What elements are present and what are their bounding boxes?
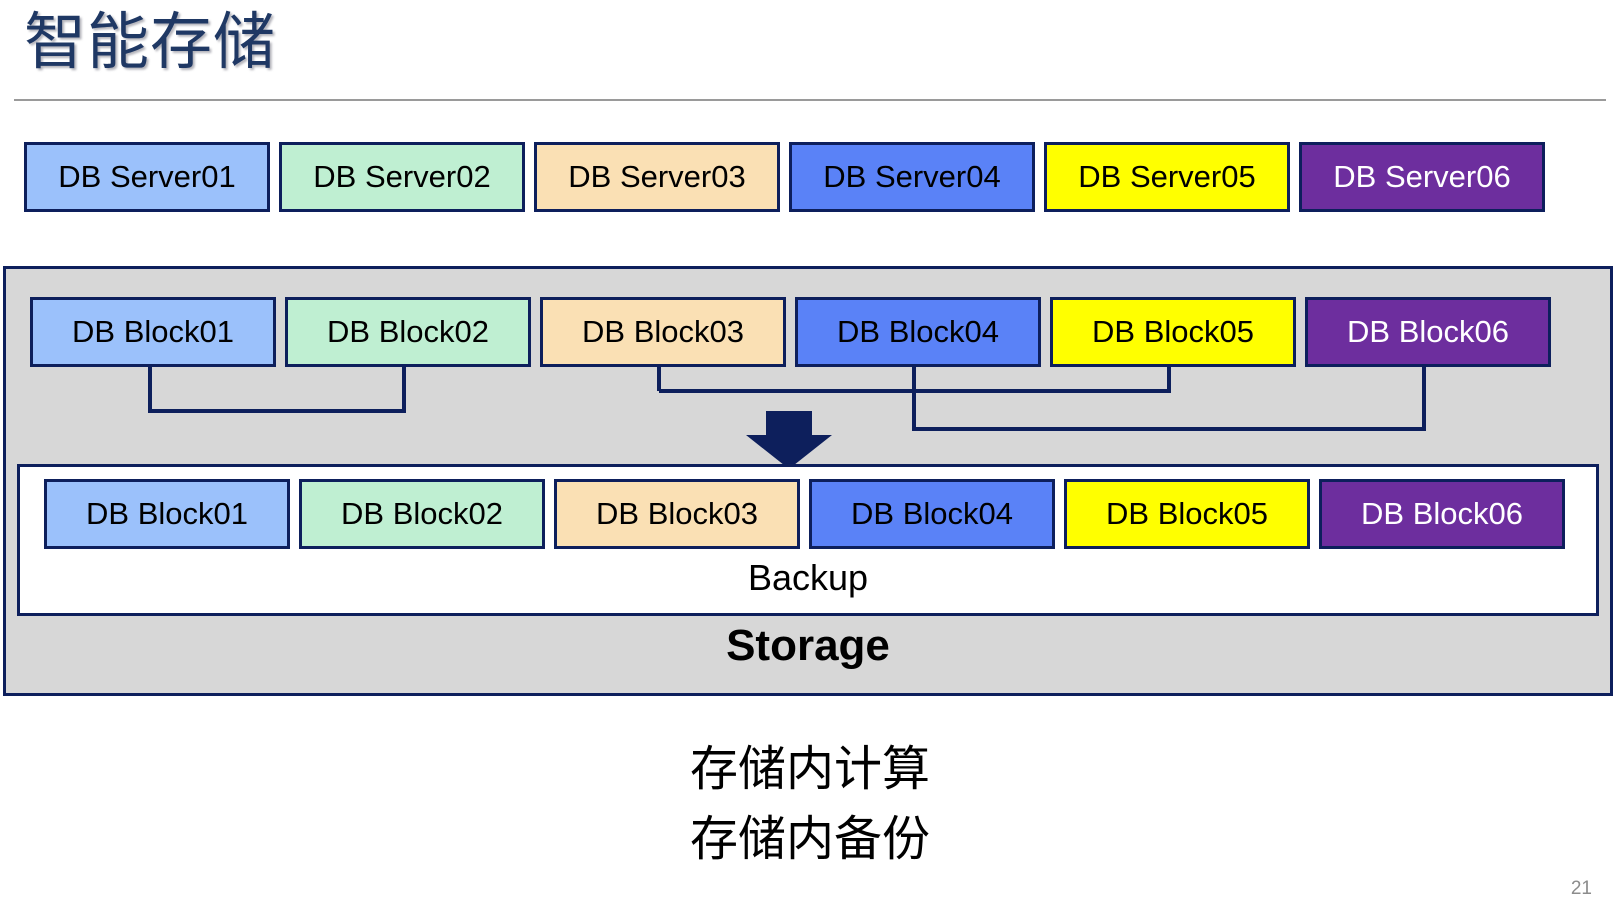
db-block-backup-box-label: DB Block05	[1106, 496, 1268, 531]
db-block-backup-box-label: DB Block01	[86, 496, 248, 531]
db-server-box-4[interactable]: DB Server04	[789, 142, 1035, 212]
db-block-backup-box-label: DB Block02	[341, 496, 503, 531]
db-block-live-box-label: DB Block04	[837, 314, 999, 349]
db-block-backup-box-4[interactable]: DB Block04	[809, 479, 1055, 549]
db-server-box-2[interactable]: DB Server02	[279, 142, 525, 212]
db-block-backup-box-label: DB Block03	[596, 496, 758, 531]
db-block-backup-box-3[interactable]: DB Block03	[554, 479, 800, 549]
db-block-live-box-5[interactable]: DB Block05	[1050, 297, 1296, 367]
page-number: 21	[1570, 878, 1592, 899]
db-server-box-5[interactable]: DB Server05	[1044, 142, 1290, 212]
db-server-box-label: DB Server06	[1333, 159, 1511, 194]
db-block-backup-box-label: DB Block06	[1361, 496, 1523, 531]
db-block-live-box-label: DB Block03	[582, 314, 744, 349]
db-block-backup-box-1[interactable]: DB Block01	[44, 479, 290, 549]
page-title: 智能存储	[24, 8, 277, 77]
footer-line-1: 存储内计算	[689, 743, 930, 796]
db-block-backup-box-6[interactable]: DB Block06	[1319, 479, 1565, 549]
storage-label: Storage	[726, 621, 890, 670]
footer-caption: 存储内计算存储内备份	[0, 735, 1620, 874]
db-server-box-label: DB Server02	[313, 159, 491, 194]
db-block-live-box-4[interactable]: DB Block04	[795, 297, 1041, 367]
db-block-backup-box-2[interactable]: DB Block02	[299, 479, 545, 549]
down-arrow-icon	[746, 411, 832, 469]
backup-label: Backup	[747, 557, 869, 598]
db-block-live-box-label: DB Block05	[1092, 314, 1254, 349]
db-block-backup-box-5[interactable]: DB Block05	[1064, 479, 1310, 549]
backup-box: DB Block01 DB Block02 DB Block03 DB Block04…	[17, 464, 1599, 616]
db-block-live-box-1[interactable]: DB Block01	[30, 297, 276, 367]
db-server-box-3[interactable]: DB Server03	[534, 142, 780, 212]
db-block-live-box-2[interactable]: DB Block02	[285, 297, 531, 367]
footer-line-2: 存储内备份	[689, 812, 930, 866]
db-block-live-box-label: DB Block06	[1347, 314, 1509, 349]
db-block-live-box-6[interactable]: DB Block06	[1305, 297, 1551, 367]
db-block-live-box-label: DB Block02	[327, 314, 489, 349]
storage-container: DB Block01 DB Block02 DB Block03 DB Block04…	[3, 266, 1613, 696]
db-server-box-6[interactable]: DB Server06	[1299, 142, 1545, 212]
db-server-box-label: DB Server04	[823, 159, 1001, 194]
db-server-box-label: DB Server01	[58, 159, 236, 194]
db-block-live-box-3[interactable]: DB Block03	[540, 297, 786, 367]
title-divider	[14, 99, 1606, 101]
db-server-box-label: DB Server05	[1078, 159, 1256, 194]
db-block-backup-box-label: DB Block04	[851, 496, 1013, 531]
db-server-box-1[interactable]: DB Server01	[24, 142, 270, 212]
db-block-live-box-label: DB Block01	[72, 314, 234, 349]
db-server-box-label: DB Server03	[568, 159, 746, 194]
